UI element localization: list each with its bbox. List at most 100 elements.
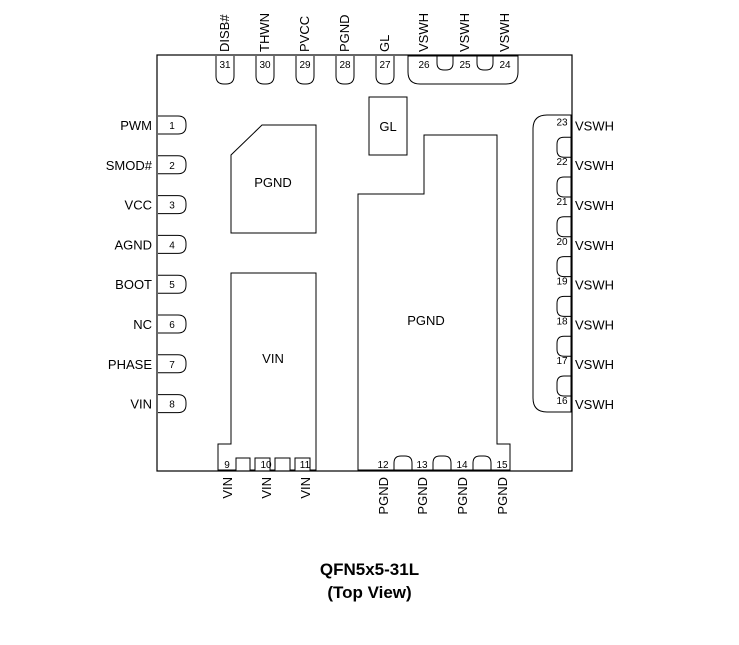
package-body — [156, 54, 573, 472]
pin-number: 1 — [169, 121, 175, 132]
pin-pad — [158, 274, 187, 294]
pin-name: VIN — [259, 477, 274, 499]
pin-name: GL — [377, 35, 392, 52]
pin-name: AGND — [114, 237, 152, 252]
pin-pad — [375, 56, 395, 85]
pin-pad — [215, 56, 235, 85]
pin-name: VSWH — [457, 13, 472, 52]
pin-left-2: 2 SMOD# — [106, 155, 187, 175]
pin-name: VSWH — [575, 317, 614, 332]
pin-number: 22 — [556, 157, 568, 168]
pin-name: PGND — [376, 477, 391, 515]
pin-name: VSWH — [497, 13, 512, 52]
pin-left-7: 7 PHASE — [108, 354, 187, 374]
pad-vswh-right — [532, 114, 572, 413]
pin-notch — [436, 56, 454, 71]
pin-name: VSWH — [416, 13, 431, 52]
pin-number: 14 — [456, 460, 468, 471]
pin-notch — [432, 455, 452, 470]
pin-name: PVCC — [297, 16, 312, 52]
pin-name: PGND — [495, 477, 510, 515]
pin-pad — [158, 155, 187, 175]
pin-number: 2 — [169, 161, 175, 172]
pin-name: VSWH — [575, 198, 614, 213]
pin-notch — [556, 256, 571, 278]
pin-right-21: 21 VSWH — [556, 176, 614, 213]
pin-notch — [556, 335, 571, 357]
pin-number: 28 — [339, 60, 351, 71]
pin-name: SMOD# — [106, 158, 153, 173]
pad-pgnd-large-label: PGND — [407, 313, 445, 328]
pin-number: 9 — [224, 460, 230, 471]
pin-number: 29 — [299, 60, 311, 71]
pin-top-29: 29 PVCC — [295, 16, 315, 85]
pin-right-19: 19 VSWH — [556, 256, 614, 293]
pad-vin — [217, 272, 317, 471]
pin-top-26: 26 VSWH — [416, 13, 431, 71]
pin-pad — [158, 394, 187, 414]
pin-number: 15 — [496, 460, 508, 471]
pin-name: VIN — [298, 477, 313, 499]
pin-left-6: 6 NC — [133, 314, 187, 334]
pad-pgnd-small-label: PGND — [254, 175, 292, 190]
pin-notch — [472, 455, 492, 470]
pin-pad — [158, 234, 187, 254]
pin-number: 19 — [556, 277, 568, 288]
pin-number: 12 — [377, 460, 389, 471]
package-name: QFN5x5-31L — [319, 560, 420, 579]
pin-number: 18 — [556, 316, 568, 327]
pin-pad — [335, 56, 355, 85]
pin-notch — [556, 375, 571, 397]
pin-left-5: 5 BOOT — [115, 274, 187, 294]
pad-vin-label: VIN — [262, 351, 284, 366]
pin-name: VIN — [130, 397, 152, 412]
pin-left-8: 8 VIN — [130, 394, 187, 414]
pin-number: 25 — [459, 60, 471, 71]
pin-pad — [255, 56, 275, 85]
pin-number: 23 — [556, 117, 568, 128]
pin-number: 5 — [169, 280, 175, 291]
package-view: (Top View) — [327, 583, 412, 602]
pin-name: NC — [133, 317, 152, 332]
pin-number: 21 — [556, 197, 568, 208]
pin-name: PHASE — [108, 357, 152, 372]
pin-name: VSWH — [575, 158, 614, 173]
pad-gl-label: GL — [379, 119, 396, 134]
pad-pgnd-large — [357, 134, 511, 471]
pin-name: VIN — [220, 477, 235, 499]
pin-number: 6 — [169, 320, 175, 331]
pin-number: 17 — [556, 356, 568, 367]
pin-number: 8 — [169, 400, 175, 411]
pin-name: VSWH — [575, 238, 614, 253]
pin-number: 3 — [169, 201, 175, 212]
pin-notch — [556, 136, 571, 158]
pin-name: PGND — [455, 477, 470, 515]
pin-name: BOOT — [115, 277, 152, 292]
pin-name: VSWH — [575, 278, 614, 293]
pin-right-18: 18 VSWH — [556, 295, 614, 332]
pin-number: 7 — [169, 360, 175, 371]
pin-number: 13 — [416, 460, 428, 471]
pin-name: DISB# — [217, 14, 232, 52]
pin-number: 26 — [418, 60, 430, 71]
pin-pad — [158, 115, 187, 135]
